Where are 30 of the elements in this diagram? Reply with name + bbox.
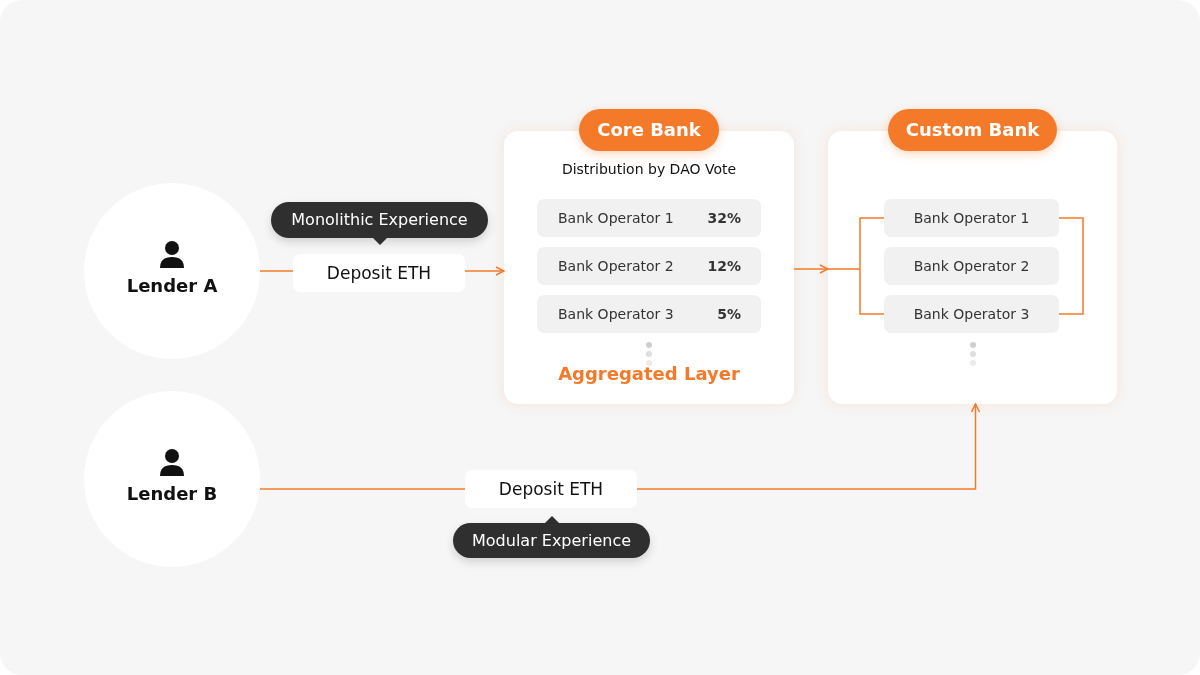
operator-name: Bank Operator 2 xyxy=(912,257,1031,276)
operator-row xyxy=(884,295,1059,333)
share-percent: 12% xyxy=(707,257,741,276)
connector-line xyxy=(259,488,466,490)
operator-name: Bank Operator 1 xyxy=(558,209,674,228)
card-subtitle: Distribution by DAO Vote xyxy=(560,161,738,177)
connector-line xyxy=(259,270,294,272)
connector-line xyxy=(1058,217,1084,315)
tooltip-text: Modular Experience xyxy=(471,530,632,552)
deposit-chip xyxy=(293,254,465,292)
operator-name: Bank Operator 1 xyxy=(912,209,1031,228)
deposit-label: Deposit ETH xyxy=(497,478,605,501)
lender-name: Lender B xyxy=(125,483,219,504)
layer-label: Aggregated Layer xyxy=(557,363,741,384)
arrow xyxy=(793,264,829,274)
tooltip-text: Monolithic Experience xyxy=(290,209,469,231)
bank-title-pill: Custom Bank xyxy=(887,109,1058,151)
operator-row xyxy=(884,199,1059,237)
deposit-label: Deposit ETH xyxy=(325,262,433,285)
lender-name: Lender A xyxy=(125,275,219,296)
share-percent: 5% xyxy=(717,305,741,324)
bank-title-pill: Core Bank xyxy=(579,109,719,151)
operator-name: Bank Operator 3 xyxy=(912,305,1031,324)
arrow xyxy=(636,403,981,490)
share-percent: 32% xyxy=(707,209,741,228)
deposit-chip xyxy=(465,470,637,508)
arrow xyxy=(464,266,505,276)
operator-name: Bank Operator 3 xyxy=(558,305,674,324)
operator-name: Bank Operator 2 xyxy=(558,257,674,276)
connector-line xyxy=(827,217,885,315)
